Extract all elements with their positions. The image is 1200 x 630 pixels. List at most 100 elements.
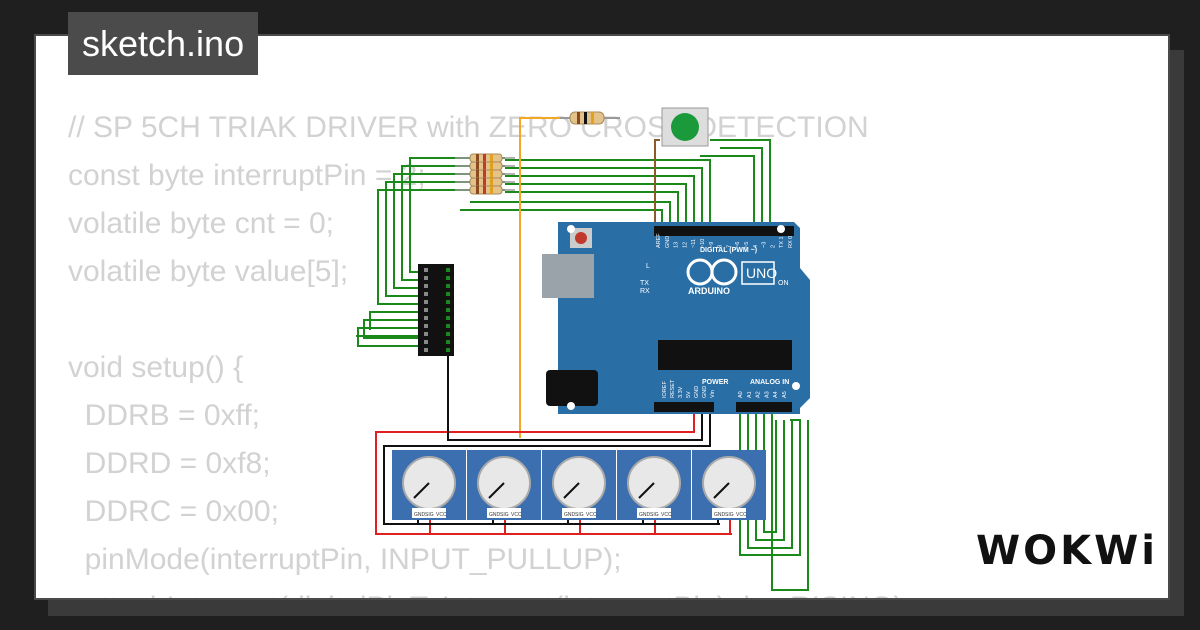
header-pin (424, 324, 428, 328)
pin-header (418, 264, 454, 356)
digital-pin-label: 12 (682, 242, 688, 248)
header-pin (446, 300, 450, 304)
digital-pin-label: TX 1 (779, 236, 785, 248)
power-header (654, 402, 714, 412)
pot-pin-label: GND (714, 512, 726, 518)
board-model: UNO (746, 265, 777, 281)
code-line: DDRB = 0xff; (68, 399, 261, 432)
code-line: attachInterrupt(digitalPinToInterrupt(in… (68, 584, 912, 598)
digital-pin-label: RX 0 (788, 236, 794, 248)
code-background: // SP 5CH TRIAK DRIVER with ZERO CROSS D… (68, 104, 912, 598)
code-line: DDRC = 0x00; (68, 495, 279, 528)
header-pin (424, 292, 428, 296)
analog-pin-label: A0 (738, 391, 744, 398)
l-label: L (646, 263, 650, 270)
header-pin (424, 316, 428, 320)
pot-pin-label: VCC (511, 512, 522, 518)
pot-pin-label: VCC (736, 512, 747, 518)
pot-pin-label: SIG (725, 512, 734, 518)
analog-pin-label: A3 (764, 391, 770, 398)
resistor (455, 185, 515, 195)
header-pin (446, 316, 450, 320)
pot-pin-label: GND (414, 512, 426, 518)
header-pin (424, 276, 428, 280)
reset-button[interactable] (575, 232, 587, 244)
header-pin (446, 292, 450, 296)
header-pin (446, 308, 450, 312)
header-pin (446, 340, 450, 344)
pot-pin-label: GND (639, 512, 651, 518)
header-pin (424, 348, 428, 352)
digital-pin-label: 2 (770, 245, 776, 248)
atmega-chip (658, 340, 792, 370)
power-pin-label: Vin (710, 390, 716, 398)
analog-header (736, 402, 792, 412)
tx-label: TX (640, 280, 649, 287)
power-pin-label: RESET (670, 379, 676, 398)
pot-pin-label: GND (564, 512, 576, 518)
resistor (455, 153, 515, 163)
digital-pin-label: 4 (753, 245, 759, 248)
digital-pin-label: ~11 (691, 239, 697, 248)
header-pin (424, 340, 428, 344)
digital-pin-label: 8 (718, 245, 724, 248)
pot-pin-label: SIG (425, 512, 434, 518)
wokwi-logo: WOKWi (976, 528, 1158, 574)
code-line: volatile byte cnt = 0; (68, 207, 334, 240)
analog-pin-label: A5 (782, 391, 788, 398)
brown-wire (654, 139, 660, 228)
digital-pin-label: AREF (656, 233, 662, 248)
header-pin (424, 332, 428, 336)
pot-pin-label: VCC (436, 512, 447, 518)
resistor-top (560, 111, 620, 125)
code-line: // SP 5CH TRIAK DRIVER with ZERO CROSS D… (68, 111, 869, 144)
power-pin-label: GND (694, 386, 700, 398)
analog-pin-label: A4 (773, 391, 779, 398)
header-pin (446, 276, 450, 280)
analog-pin-label: A2 (756, 391, 762, 398)
digital-pin-label: ~9 (709, 242, 715, 248)
pot-pin-label: VCC (586, 512, 597, 518)
resistor (455, 169, 515, 179)
resistor (455, 177, 515, 187)
pot-pin-label: SIG (500, 512, 509, 518)
header-pin (446, 284, 450, 288)
power-label: POWER (702, 379, 728, 386)
digital-pin-label: 13 (674, 242, 680, 248)
digital-pin-label: ~10 (700, 239, 706, 248)
digital-pin-label: 7 (726, 245, 732, 248)
digital-pin-label: ~3 (762, 242, 768, 248)
power-pin-label: IOREF (662, 381, 668, 398)
on-label: ON (778, 280, 789, 287)
header-pin (424, 300, 428, 304)
digital-header (654, 226, 794, 236)
power-pin-label: GND (702, 386, 708, 398)
push-button[interactable] (661, 107, 709, 147)
arduino-board: ARDUINO UNO DIGITAL (PWM ~) POWER ANALOG… (542, 222, 810, 414)
rx-label: RX (640, 288, 650, 295)
usb-port (542, 254, 594, 298)
pot-pin-label: SIG (650, 512, 659, 518)
file-tab[interactable]: sketch.ino (68, 12, 259, 75)
code-line: volatile byte value[5]; (68, 255, 349, 288)
power-pin-label: 3.3V (678, 386, 684, 398)
header-pin (424, 268, 428, 272)
button-cap[interactable] (671, 113, 699, 141)
header-pin (446, 332, 450, 336)
digital-pin-label: ~6 (735, 242, 741, 248)
digital-pin-label: GND (665, 236, 671, 248)
code-line: const byte interruptPin = 2; (68, 159, 426, 192)
pot-pin-label: VCC (661, 512, 672, 518)
header-pin (446, 348, 450, 352)
analog-pin-label: A1 (747, 391, 753, 398)
code-line: pinMode(interruptPin, INPUT_PULLUP); (68, 543, 622, 576)
header-pin (446, 324, 450, 328)
pot-pin-label: GND (489, 512, 501, 518)
